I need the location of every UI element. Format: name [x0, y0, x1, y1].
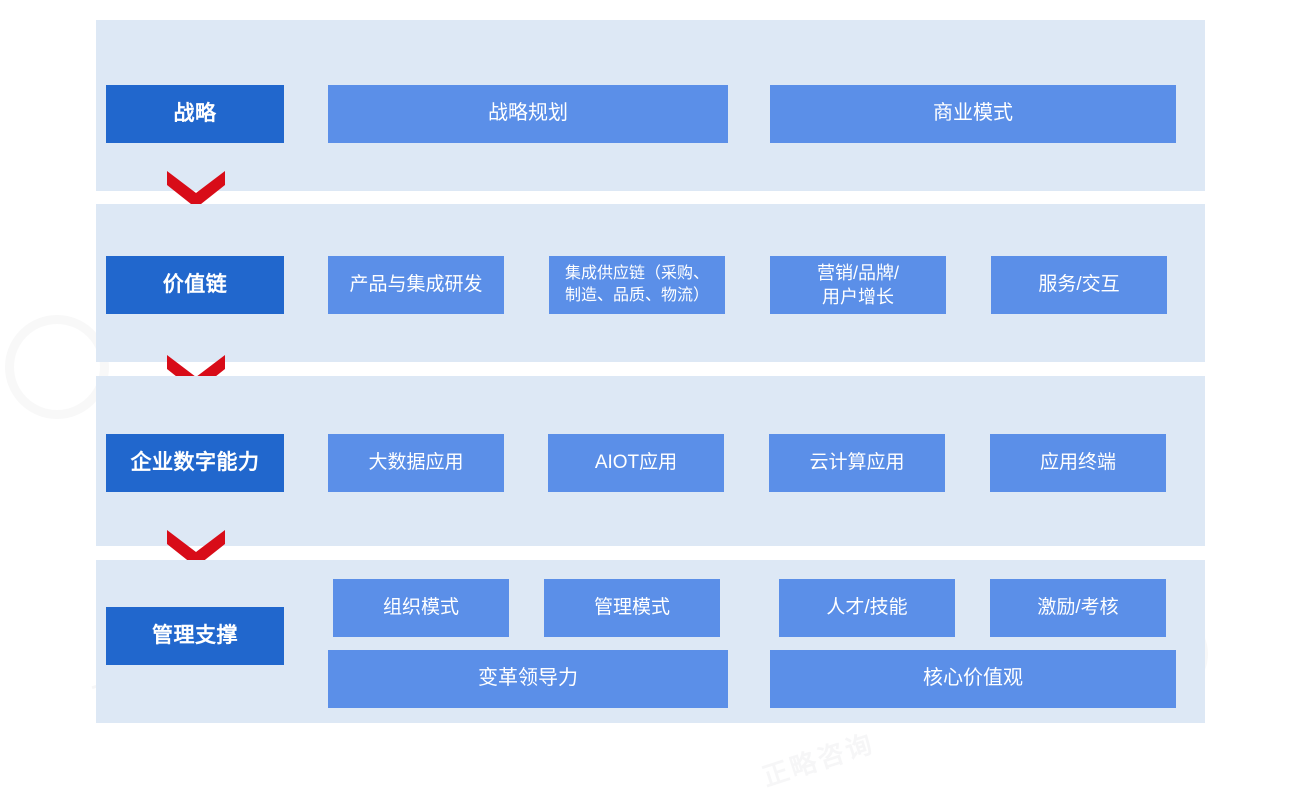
item-box-big-data[interactable]: 大数据应用: [328, 434, 504, 492]
item-box-service-interaction[interactable]: 服务/交互: [991, 256, 1167, 314]
layer-label-management-support[interactable]: 管理支撑: [106, 607, 284, 665]
chevron-down-icon: [167, 530, 225, 567]
item-box-application-terminal[interactable]: 应用终端: [990, 434, 1166, 492]
item-box-organization-model[interactable]: 组织模式: [333, 579, 509, 637]
layer-label-digital-capability[interactable]: 企业数字能力: [106, 434, 284, 492]
framework-diagram: 正略咨询 正略咨询 战略 战略规划 商业模式 价值链 产品与集成研发 集成供应链…: [5, 20, 1208, 723]
item-box-cloud-computing[interactable]: 云计算应用: [769, 434, 945, 492]
item-box-aiot[interactable]: AIOT应用: [548, 434, 724, 492]
item-box-integrated-supply-chain[interactable]: 集成供应链（采购、 制造、品质、物流）: [549, 256, 725, 314]
item-box-talent-skills[interactable]: 人才/技能: [779, 579, 955, 637]
item-box-incentive-assessment[interactable]: 激励/考核: [990, 579, 1166, 637]
watermark-text: 正略咨询: [758, 727, 879, 793]
item-box-product-rnd[interactable]: 产品与集成研发: [328, 256, 504, 314]
item-box-strategy-planning[interactable]: 战略规划: [328, 85, 728, 143]
item-box-management-model[interactable]: 管理模式: [544, 579, 720, 637]
item-box-change-leadership[interactable]: 变革领导力: [328, 650, 728, 708]
layer-label-strategy[interactable]: 战略: [106, 85, 284, 143]
item-box-core-values[interactable]: 核心价值观: [770, 650, 1176, 708]
watermark-ring-icon: [5, 315, 109, 419]
item-box-business-model[interactable]: 商业模式: [770, 85, 1176, 143]
chevron-down-icon: [167, 171, 225, 208]
layer-label-value-chain[interactable]: 价值链: [106, 256, 284, 314]
item-box-marketing-brand-growth[interactable]: 营销/品牌/ 用户增长: [770, 256, 946, 314]
